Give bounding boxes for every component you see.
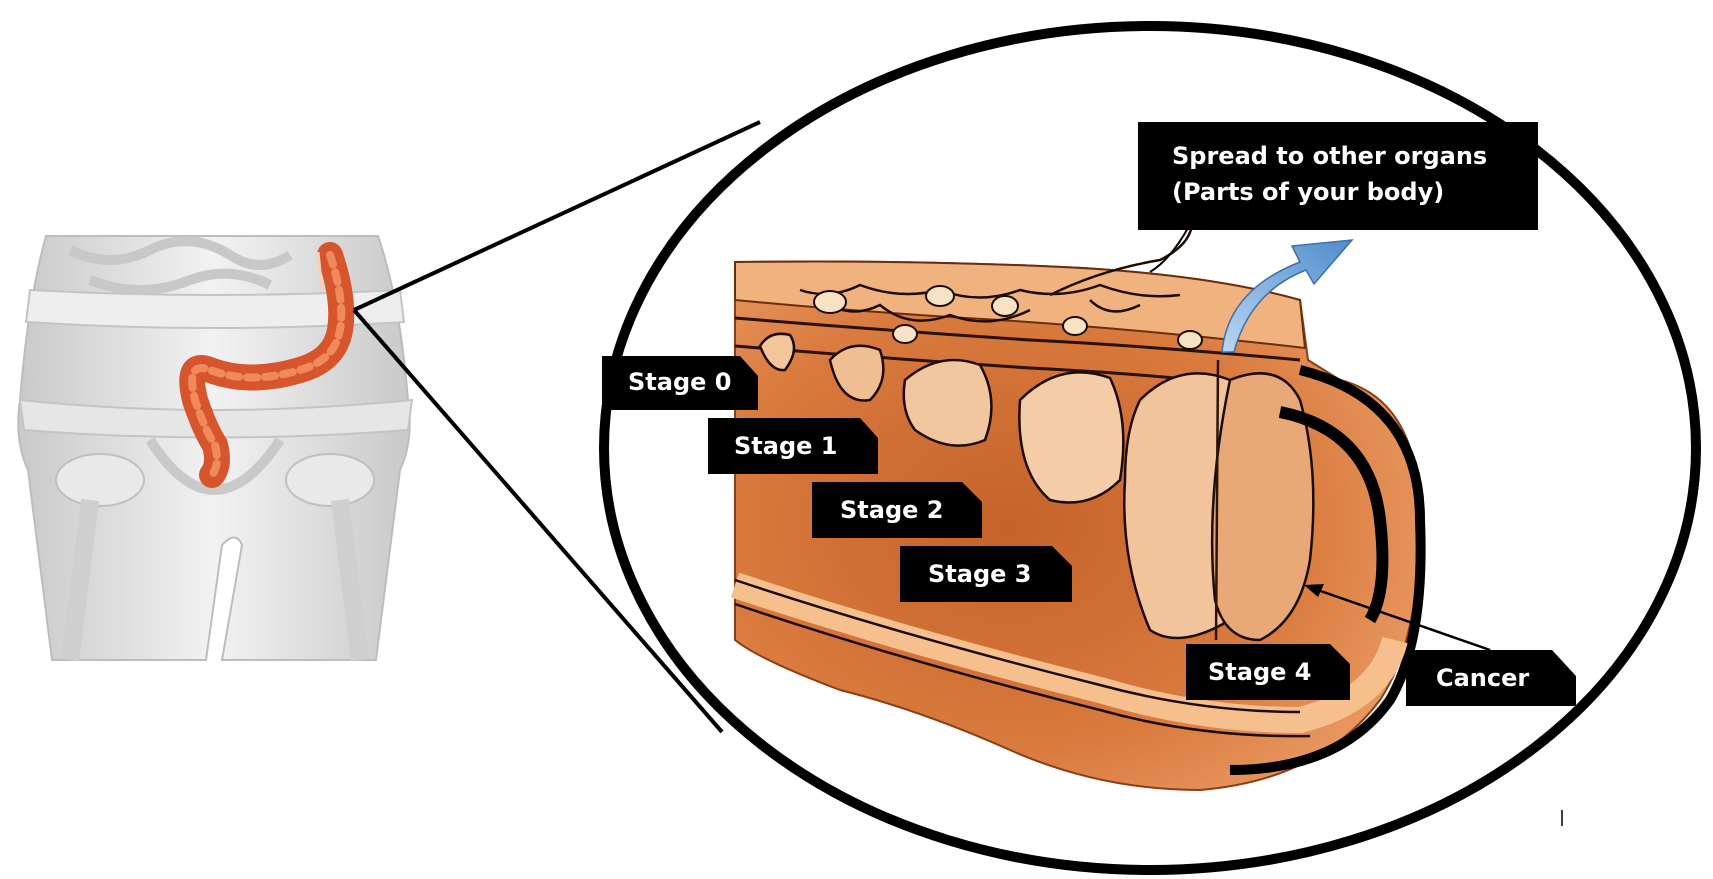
label-stage2: Stage 2 [812,482,982,538]
label-stage2-text: Stage 2 [840,496,943,524]
torso-illustration [18,236,412,660]
label-stage3-text: Stage 3 [928,560,1031,588]
label-stage0-text: Stage 0 [628,368,731,396]
label-cancer: Cancer [1406,650,1576,706]
label-stage3: Stage 3 [900,546,1072,602]
label-cancer-text: Cancer [1436,664,1529,692]
label-stage1: Stage 1 [708,418,878,474]
label-stage1-text: Stage 1 [734,432,837,460]
label-stage4: Stage 4 [1186,644,1350,700]
label-spread-line1: Spread to other organs [1172,142,1487,170]
label-stage0: Stage 0 [602,356,758,410]
label-spread: Spread to other organs (Parts of your bo… [1138,122,1538,230]
label-spread-line2: (Parts of your body) [1172,178,1444,206]
right-hip-bone [286,454,374,506]
label-stage4-text: Stage 4 [1208,658,1311,686]
label-spread-box [1138,122,1538,230]
left-hip-bone [56,454,144,506]
